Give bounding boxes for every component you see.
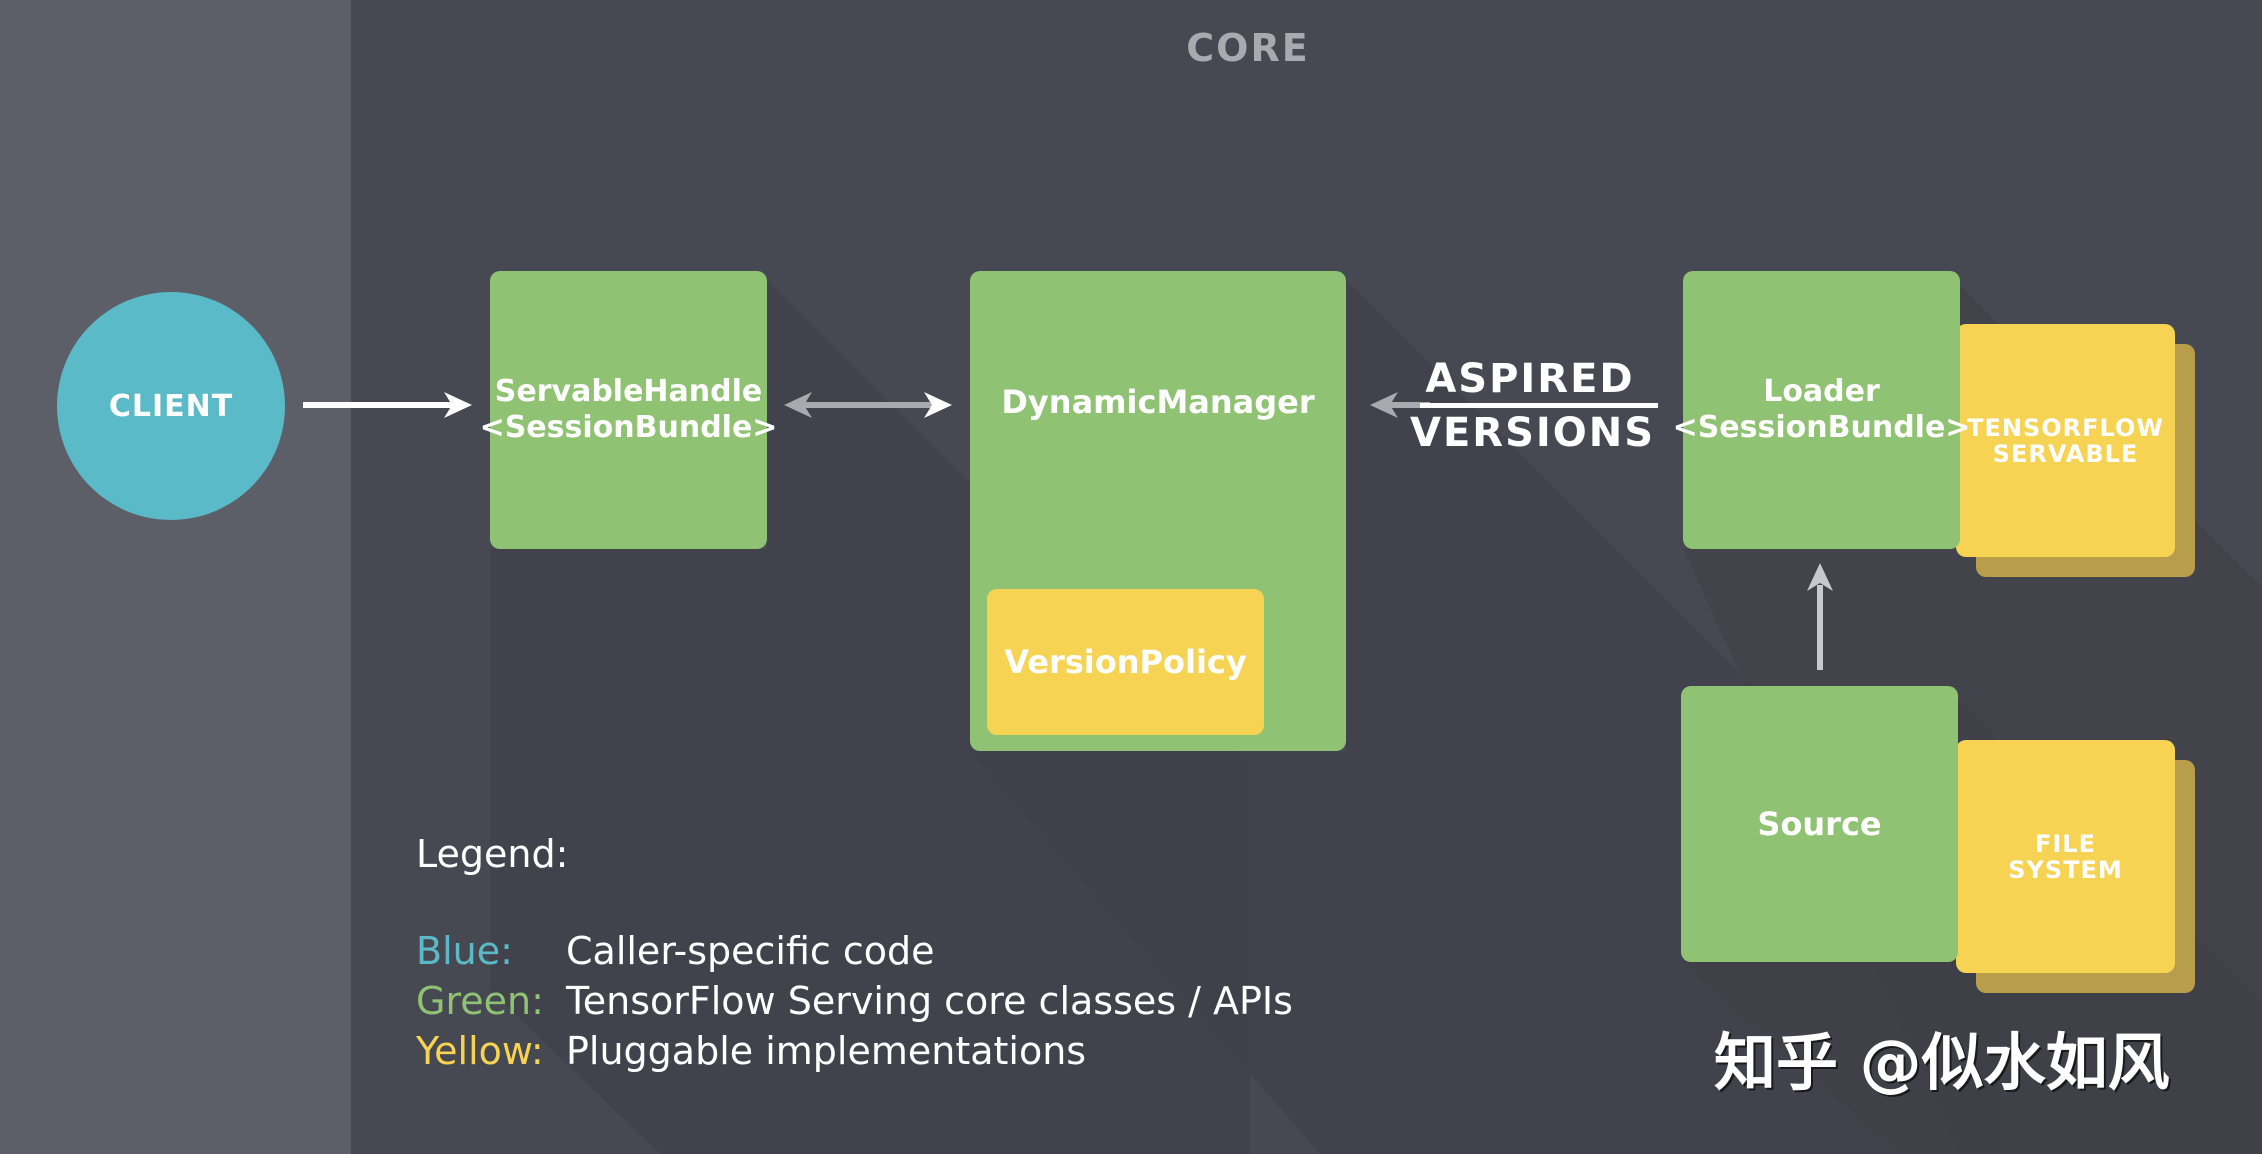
legend-desc-green: TensorFlow Serving core classes / APIs (566, 979, 1293, 1023)
servable-handle-type: <SessionBundle> (479, 410, 778, 445)
source-label: Source (1757, 805, 1882, 843)
legend-item-green: Green: TensorFlow Serving core classes / … (416, 976, 1293, 1026)
aspired-versions-rule (1420, 403, 1658, 408)
core-label: CORE (1186, 26, 1310, 70)
version-policy-label: VersionPolicy (1004, 643, 1247, 681)
file-system-label-2: SYSTEM (2008, 855, 2123, 884)
tensorflow-servable-label-1: TENSORFLOW (1967, 413, 2164, 442)
loader-node: Loader <SessionBundle> (1673, 271, 1970, 549)
legend-key-blue: Blue: (416, 929, 513, 973)
client-to-handle-arrow (303, 392, 472, 418)
file-system-label-1: FILE (2034, 829, 2096, 858)
watermark: 知乎 @似水如风 (1714, 1026, 2170, 1099)
dynamic-manager-label: DynamicManager (1001, 383, 1315, 421)
version-policy-node: VersionPolicy (987, 589, 1264, 735)
file-system-node: FILE SYSTEM (1956, 740, 2175, 973)
versions-label: VERSIONS (1410, 410, 1656, 456)
legend-item-yellow: Yellow: Pluggable implementations (416, 1026, 1293, 1076)
legend-key-green: Green: (416, 979, 544, 1023)
servable-handle-label: ServableHandle (494, 374, 763, 409)
legend-desc-yellow: Pluggable implementations (566, 1029, 1087, 1073)
legend-desc-blue: Caller-specific code (566, 929, 935, 973)
loader-type: <SessionBundle> (1672, 410, 1971, 445)
source-node: Source (1681, 686, 1958, 962)
handle-manager-double-arrow (784, 392, 952, 418)
client-node: CLIENT (57, 292, 285, 520)
servable-handle-node: ServableHandle <SessionBundle> (480, 271, 777, 549)
legend-item-blue: Blue: Caller-specific code (416, 926, 1293, 976)
aspired-label: ASPIRED (1425, 356, 1635, 402)
client-zone (0, 0, 351, 1154)
tensorflow-servable-node: TENSORFLOW SERVABLE (1956, 324, 2175, 557)
legend-title: Legend: (416, 832, 569, 876)
aspired-versions-label: ASPIRED VERSIONS (1410, 352, 1656, 460)
legend: Legend: Blue: Caller-specific code Green:… (416, 832, 1293, 1076)
legend-key-yellow: Yellow: (416, 1029, 544, 1073)
loader-label: Loader (1763, 374, 1880, 409)
client-label: CLIENT (108, 388, 234, 424)
source-to-loader-arrow (1807, 563, 1833, 670)
tensorflow-servable-label-2: SERVABLE (1992, 439, 2139, 468)
